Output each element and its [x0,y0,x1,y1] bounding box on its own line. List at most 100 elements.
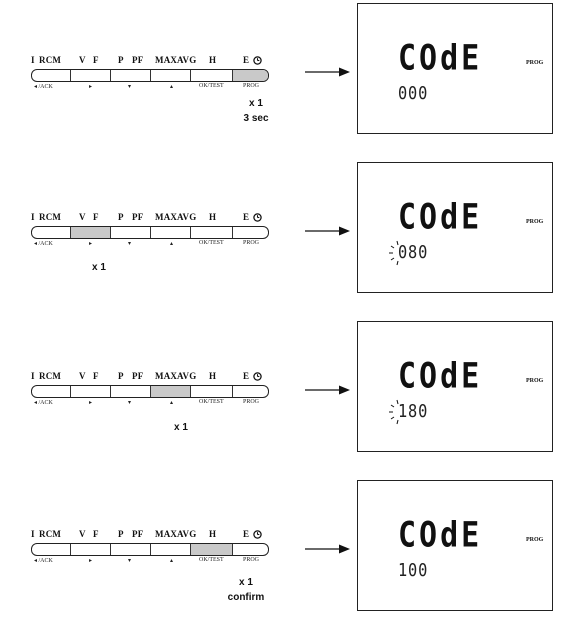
key-6[interactable] [232,544,268,555]
key-label-h: H [209,529,217,539]
key-label-v: V [79,55,86,65]
display-digits: 180 [398,401,429,422]
key-5[interactable] [190,386,232,397]
display-code-word: COdE [398,356,483,397]
key-2[interactable] [70,386,110,397]
press-instruction: x 1 confirm [221,575,271,605]
lcd-display-panel: COdE PROG 080 [357,162,553,293]
key-label-max: MAX [155,212,178,222]
key-function-label: ▸ [89,400,93,406]
key-label-f: F [93,529,99,539]
key-label-pf: PF [132,212,144,222]
display-code-word: COdE [398,197,483,238]
key-4[interactable] [150,544,190,555]
key-6[interactable] [232,227,268,238]
blink-indicator-icon [389,399,399,425]
key-label-p: P [118,529,124,539]
press-count: x 1 [174,422,188,433]
key-4[interactable] [150,70,190,81]
key-label-f: F [93,55,99,65]
key-function-label: ▸ [89,241,93,247]
display-digits: 000 [398,83,429,104]
key-2[interactable] [70,544,110,555]
key-label-p: P [118,55,124,65]
key-4-pressed[interactable] [150,386,190,397]
press-note: confirm [227,592,265,603]
key-function-label: ◂ /ACK [34,84,53,90]
key-label-pf: PF [132,529,144,539]
key-bar [31,543,269,556]
key-6-pressed[interactable] [232,70,268,81]
key-label-e: E [243,371,250,381]
key-2[interactable] [70,70,110,81]
key-label-avg: AVG [177,212,197,222]
key-5[interactable] [190,227,232,238]
display-prog-label: PROG [526,219,544,225]
display-digits: 080 [398,242,429,263]
key-6[interactable] [232,386,268,397]
display-code-word: COdE [398,38,483,79]
key-5-pressed[interactable] [190,544,232,555]
key-label-p: P [118,371,124,381]
blink-indicator-icon [389,240,399,266]
press-count: x 1 [92,262,106,273]
key-label-avg: AVG [177,55,197,65]
key-label-h: H [209,212,217,222]
key-label-e: E [243,55,250,65]
key-label-f: F [93,371,99,381]
key-bar [31,385,269,398]
press-instruction: x 1 3 sec [231,96,281,126]
key-1[interactable] [32,386,70,397]
key-label-avg: AVG [177,529,197,539]
key-label-v: V [79,529,86,539]
key-3[interactable] [110,227,150,238]
press-instruction: x 1 [161,420,201,435]
key-1[interactable] [32,544,70,555]
key-1[interactable] [32,227,70,238]
lcd-display-panel: COdE PROG 180 [357,321,553,452]
key-function-label: ▸ [89,84,93,90]
lcd-display-panel: COdE PROG 000 [357,3,553,134]
key-5[interactable] [190,70,232,81]
key-bar [31,226,269,239]
press-note: 3 sec [243,113,269,124]
display-prog-label: PROG [526,378,544,384]
key-2-pressed[interactable] [70,227,110,238]
key-label-rcm: RCM [39,55,62,65]
key-function-label: PROG [243,557,260,563]
press-count: x 1 [239,577,253,588]
arrow-right-icon [305,544,350,554]
key-label-v: V [79,371,86,381]
key-function-label: ▸ [89,558,93,564]
key-label-avg: AVG [177,371,197,381]
key-function-label: OK/TEST [199,83,224,89]
press-count: x 1 [249,98,263,109]
key-label-v: V [79,212,86,222]
key-1[interactable] [32,70,70,81]
key-function-label: PROG [243,240,260,246]
key-4[interactable] [150,227,190,238]
key-function-label: OK/TEST [199,240,224,246]
key-label-max: MAX [155,371,178,381]
key-label-p: P [118,212,124,222]
key-label-rcm: RCM [39,212,62,222]
key-label-i: I [31,371,35,381]
display-prog-label: PROG [526,60,544,66]
key-3[interactable] [110,386,150,397]
key-function-label: ◂ /ACK [34,400,53,406]
arrow-right-icon [305,385,350,395]
key-function-label: ▾ [128,400,132,406]
key-3[interactable] [110,544,150,555]
key-3[interactable] [110,70,150,81]
